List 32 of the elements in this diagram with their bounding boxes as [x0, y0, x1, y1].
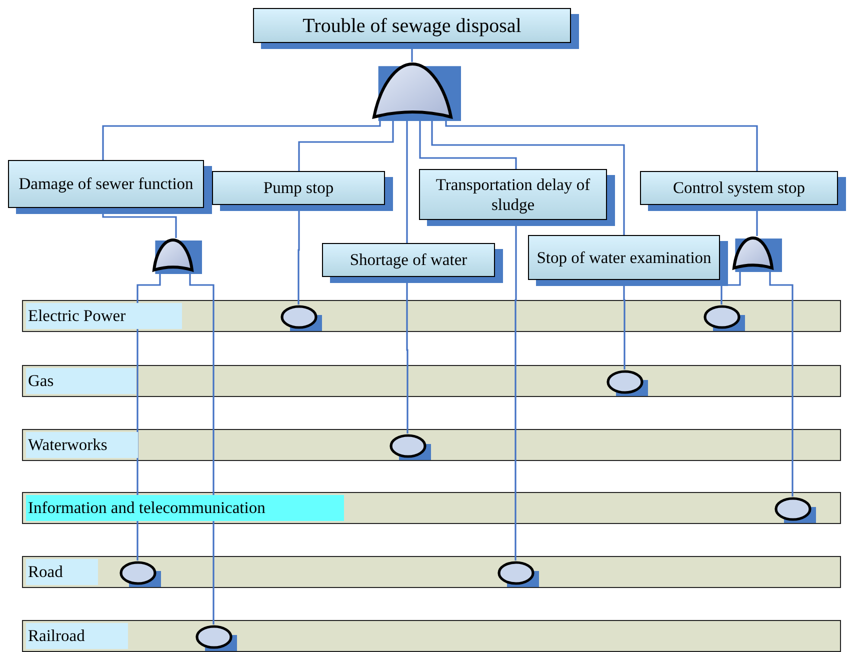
band-label: Electric Power — [26, 303, 182, 329]
basic-event-circle — [496, 560, 538, 586]
basic-event-circle — [280, 304, 322, 330]
infrastructure-band — [22, 365, 841, 397]
band-label: Gas — [26, 368, 136, 394]
infrastructure-band — [22, 300, 841, 332]
connector-line — [431, 121, 625, 235]
band-label: Road — [26, 559, 98, 585]
or-gate — [372, 62, 461, 121]
infrastructure-band — [22, 620, 841, 652]
band-label: Railroad — [26, 623, 128, 649]
infrastructure-band — [22, 429, 841, 461]
connector-line — [406, 121, 408, 243]
basic-event-circle — [388, 434, 430, 460]
connector-line — [720, 272, 741, 304]
basic-event-circle — [702, 304, 744, 330]
basic-event-circle — [194, 624, 236, 650]
connector-line — [419, 121, 517, 169]
band-label: Waterworks — [26, 432, 138, 458]
basic-event-circle — [606, 370, 648, 396]
or-gate — [152, 238, 202, 274]
connector-line — [445, 121, 758, 171]
band-label: Information and telecommunication — [26, 495, 344, 521]
connector-line — [298, 121, 394, 171]
connector-line — [102, 121, 381, 160]
basic-event-circle — [774, 496, 816, 522]
infrastructure-band — [22, 492, 841, 524]
connector-line — [189, 274, 214, 624]
infrastructure-band — [22, 556, 841, 588]
or-gate — [732, 236, 782, 272]
connector-line — [769, 272, 794, 496]
basic-event-circle — [118, 560, 160, 586]
